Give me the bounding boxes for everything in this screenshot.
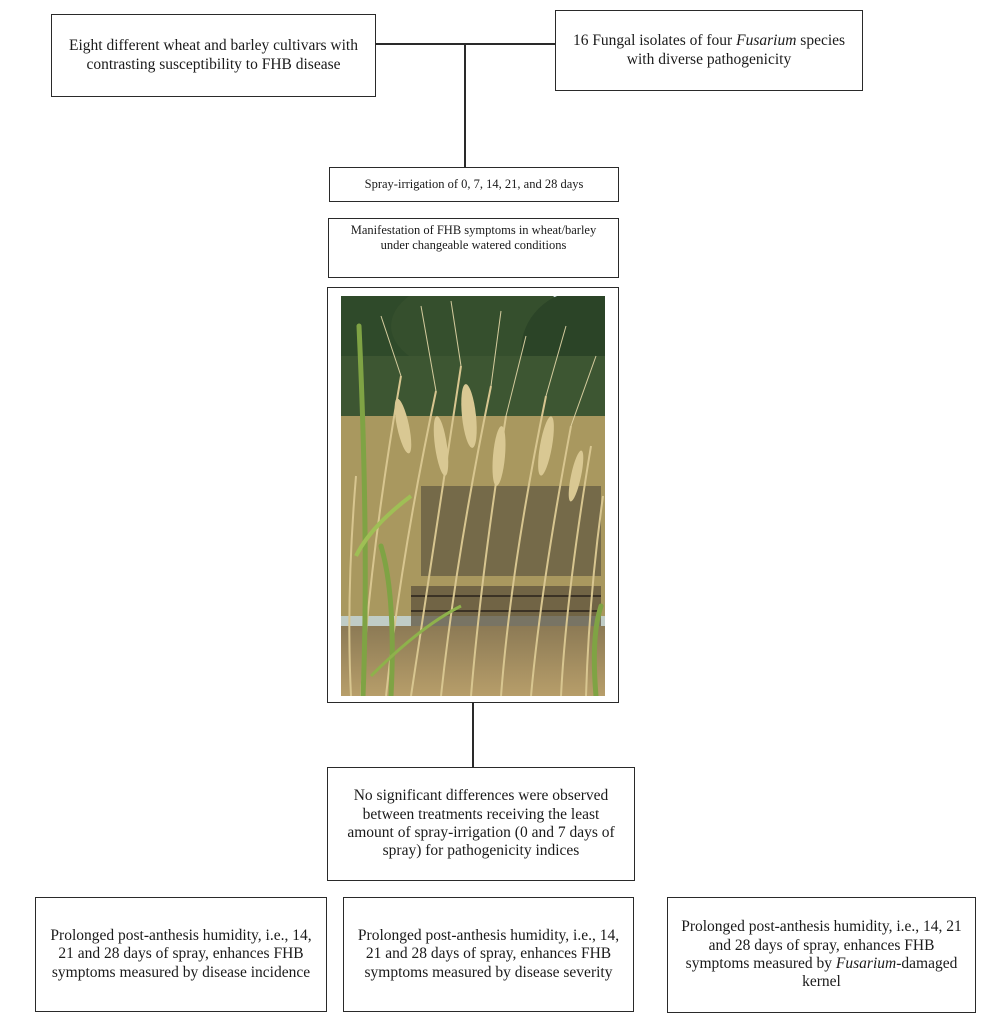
- connector-photo-to-result: [472, 703, 474, 767]
- manifestation-box: Manifestation of FHB symptoms in wheat/b…: [328, 218, 619, 278]
- connector-top-horizontal: [376, 43, 556, 45]
- spray-irrigation-box: Spray-irrigation of 0, 7, 14, 21, and 28…: [329, 167, 619, 202]
- cultivars-box: Eight different wheat and barley cultiva…: [51, 14, 376, 97]
- outcome-kernel-box: Prolonged post-anthesis humidity, i.e., …: [667, 897, 976, 1013]
- fusarium-italic: Fusarium: [736, 32, 797, 50]
- cultivars-text: Eight different wheat and barley cultiva…: [69, 37, 358, 73]
- field-photo-frame: [327, 287, 619, 703]
- barley-field-photo: [341, 296, 605, 696]
- fungal-isolates-box: 16 Fungal isolates of four Fusarium spec…: [555, 10, 863, 91]
- connector-top-vertical: [464, 43, 466, 167]
- outcome-incidence-box: Prolonged post-anthesis humidity, i.e., …: [35, 897, 327, 1012]
- outcome-incidence-text: Prolonged post-anthesis humidity, i.e., …: [50, 927, 312, 981]
- outcome-severity-text: Prolonged post-anthesis humidity, i.e., …: [357, 927, 620, 981]
- outcome-severity-box: Prolonged post-anthesis humidity, i.e., …: [343, 897, 634, 1012]
- manifestation-text: Manifestation of FHB symptoms in wheat/b…: [350, 223, 597, 252]
- fusarium-kernel-italic: Fusarium: [835, 955, 897, 972]
- no-significant-differences-text: No significant differences were observed…: [347, 787, 615, 860]
- fungal-isolates-text: 16 Fungal isolates of four Fusarium spec…: [572, 32, 846, 68]
- no-significant-differences-box: No significant differences were observed…: [327, 767, 635, 881]
- spray-irrigation-text: Spray-irrigation of 0, 7, 14, 21, and 28…: [364, 177, 584, 192]
- outcome-kernel-text: Prolonged post-anthesis humidity, i.e., …: [681, 918, 962, 991]
